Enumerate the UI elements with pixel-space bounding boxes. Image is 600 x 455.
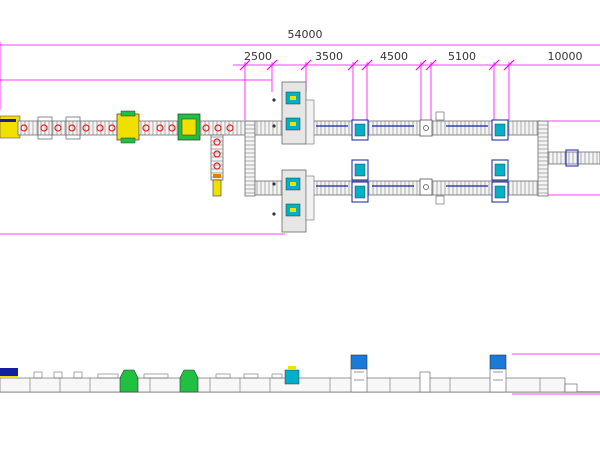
elevation-blue-station-2	[489, 354, 507, 393]
elevation-blue-station-1	[350, 354, 368, 393]
elevation-checkpoint	[419, 371, 431, 393]
elevation-infeed	[0, 368, 18, 378]
elevation-outfeed	[564, 383, 578, 393]
right-transfer-conveyor	[537, 120, 549, 197]
segment-1-markers	[142, 124, 176, 132]
infeed-navy-bar	[0, 119, 16, 122]
elevation-green-press-2	[179, 369, 199, 393]
elevation-legs	[29, 378, 541, 392]
outfeed-conveyor	[547, 151, 600, 165]
elevation-cyan-robot	[284, 369, 300, 385]
dim-3500-label: 3500	[315, 50, 343, 63]
dim-total-label: 54000	[288, 28, 323, 41]
conveyor-segment-1	[138, 120, 180, 136]
infeed-section	[0, 115, 119, 140]
elevation-view	[0, 354, 600, 393]
yellow-station-1	[116, 110, 140, 144]
elevation-conveyor-frame	[0, 377, 566, 393]
navy-accents	[316, 125, 488, 187]
dim-4500-label: 4500	[380, 50, 408, 63]
elevation-green-press-1	[119, 369, 139, 393]
vertical-branch	[210, 134, 224, 197]
left-transfer-conveyor	[244, 120, 256, 197]
upper-line-stations	[351, 111, 509, 141]
outfeed-frame	[565, 149, 579, 167]
dimension-lines	[0, 42, 600, 395]
conveyor-segment-2	[199, 120, 249, 136]
dim-10000-label: 10000	[548, 50, 583, 63]
dim-5100-label: 5100	[448, 50, 476, 63]
green-station-2	[177, 113, 201, 141]
dimension-ticks	[239, 59, 515, 71]
infeed-red-markers	[20, 124, 116, 132]
lower-line-stations	[351, 159, 509, 205]
dim-2500-label: 2500	[244, 50, 272, 63]
lower-robot-cell	[272, 169, 315, 233]
upper-robot-cell	[272, 81, 315, 145]
segment-2-markers	[202, 124, 234, 132]
